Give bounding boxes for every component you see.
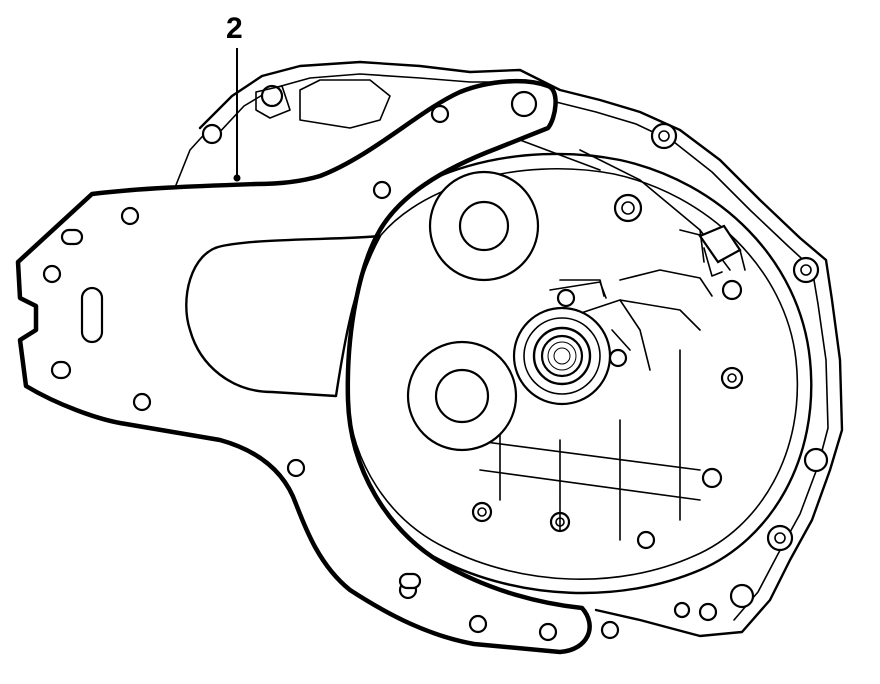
transmission-housing	[169, 60, 844, 640]
leader-dot	[233, 174, 241, 182]
tool-bushing-lower	[406, 340, 518, 452]
shift-boss	[698, 224, 742, 277]
callout-2: 2	[226, 12, 243, 182]
differential-output	[512, 281, 631, 406]
callout-label: 2	[226, 12, 243, 45]
holding-fixture-tool	[15, 78, 592, 655]
tool-bushing-upper	[428, 170, 540, 282]
